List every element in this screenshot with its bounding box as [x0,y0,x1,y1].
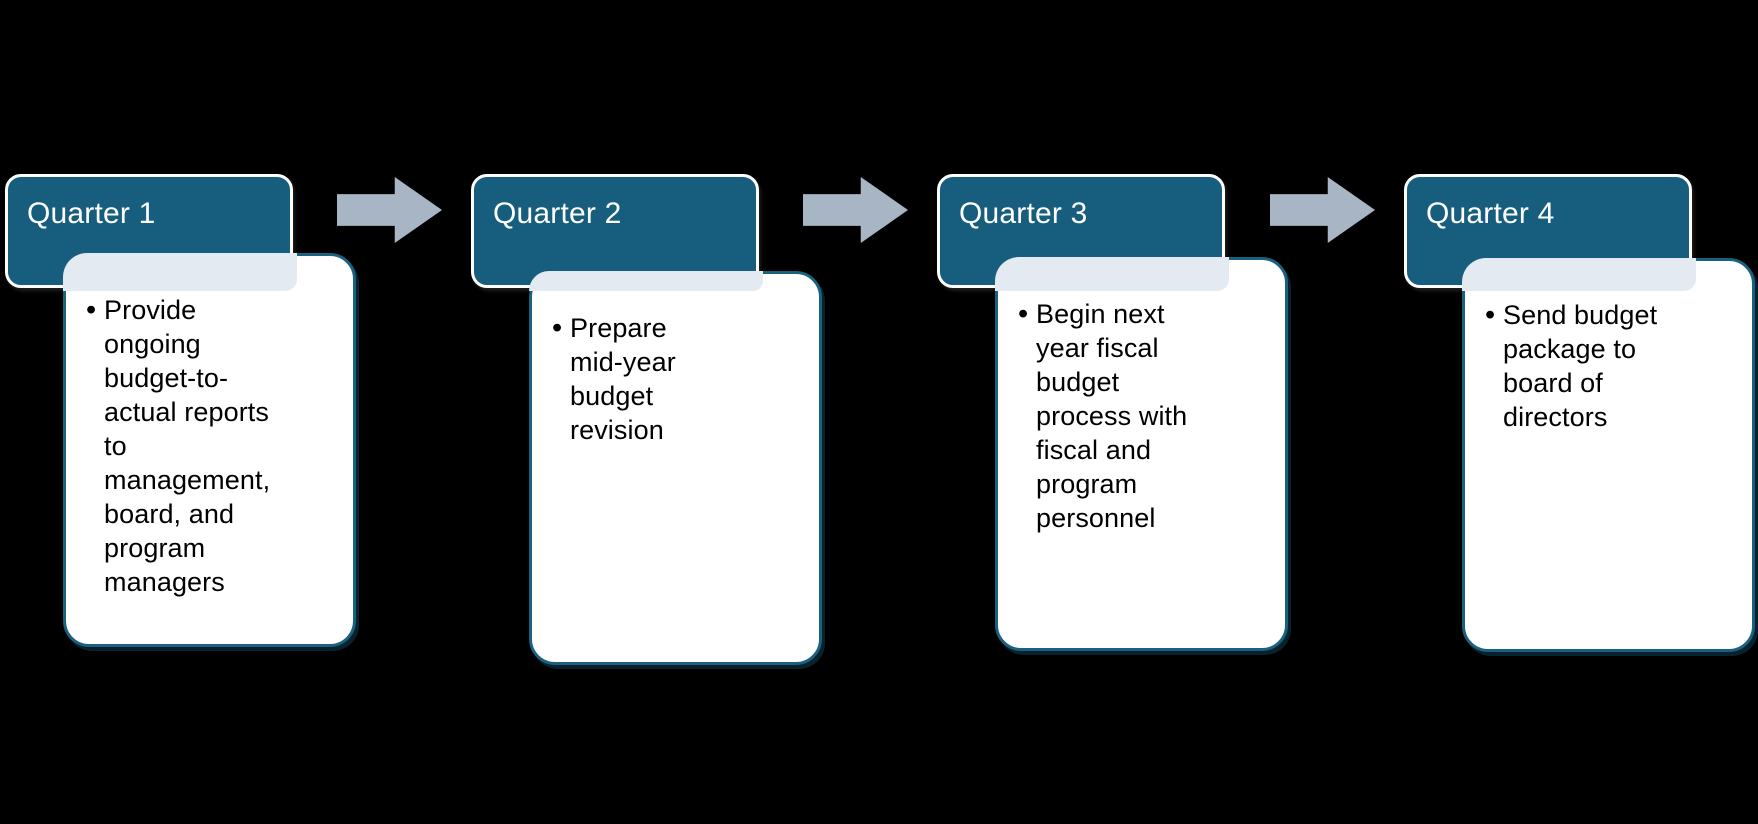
quarter-3-bullet-text: Begin next year fiscal budget process wi… [1036,299,1188,533]
list-item: • Begin next year fiscal budget process … [1018,297,1277,535]
arrow-right-icon [803,177,908,243]
quarter-4-title: Quarter 4 [1426,197,1555,230]
list-item: • Provide ongoing budget-to- actual repo… [86,293,345,599]
quarter-2-header: Quarter 2 [471,174,759,288]
quarter-2-bullet-text: Prepare mid-year budget revision [570,313,676,445]
list-item: • Send budget package to board of direct… [1485,298,1744,434]
quarter-1-bullet-list: • Provide ongoing budget-to- actual repo… [66,256,353,599]
bullet-icon: • [86,294,97,326]
quarter-2-title: Quarter 2 [493,197,622,230]
quarter-4-bullet-text: Send budget package to board of director… [1503,300,1658,432]
quarter-2-accent-band [529,271,763,291]
quarter-3-title: Quarter 3 [959,197,1088,230]
quarter-2-bullet-list: • Prepare mid-year budget revision [532,274,819,447]
quarter-1-card: • Provide ongoing budget-to- actual repo… [63,253,356,647]
quarter-3-bullet-list: • Begin next year fiscal budget process … [998,260,1285,535]
bullet-icon: • [552,312,563,344]
bullet-icon: • [1485,299,1496,331]
quarter-3-card: • Begin next year fiscal budget process … [995,257,1288,651]
quarter-1-bullet-text: Provide ongoing budget-to- actual report… [104,295,271,597]
quarter-4-card: • Send budget package to board of direct… [1462,258,1755,652]
quarter-4-accent-band [1462,258,1696,291]
quarter-4-bullet-list: • Send budget package to board of direct… [1465,261,1752,434]
quarter-1-title: Quarter 1 [27,197,156,230]
quarter-3-accent-band [995,257,1229,291]
quarter-1-accent-band [63,253,297,291]
arrow-right-icon [337,177,442,243]
list-item: • Prepare mid-year budget revision [552,311,811,447]
bullet-icon: • [1018,298,1029,330]
arrow-right-icon [1270,177,1375,243]
quarter-2-card: • Prepare mid-year budget revision [529,271,822,665]
